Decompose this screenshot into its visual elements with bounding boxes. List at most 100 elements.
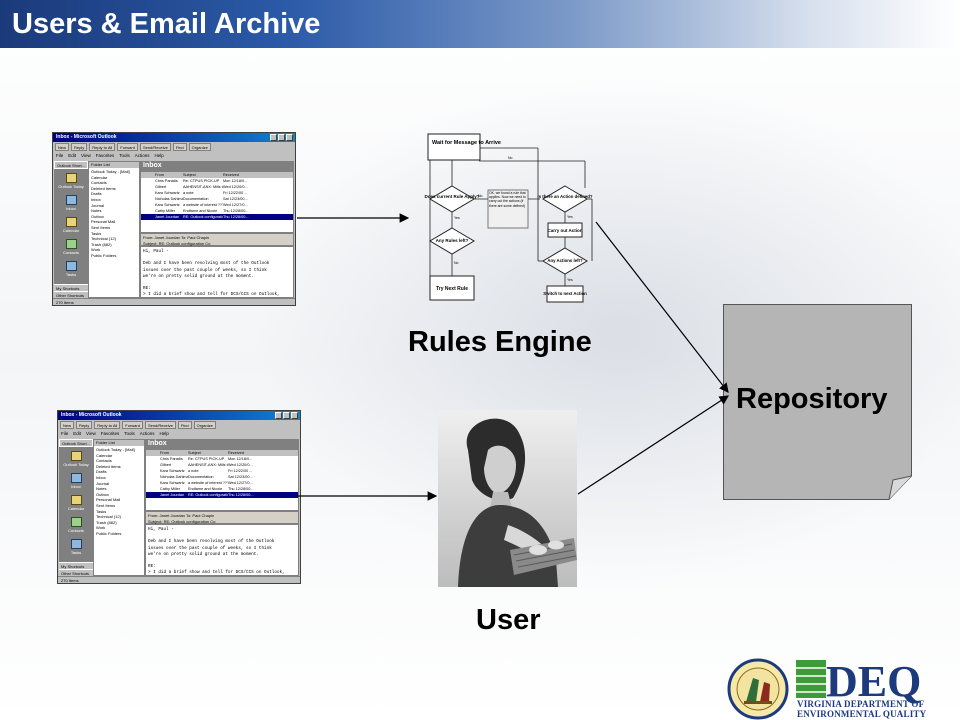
folder-item: Drafts xyxy=(96,469,107,475)
message-from: Kara Schwartz xyxy=(155,203,180,207)
flow-label-yes-2: Yes xyxy=(567,215,573,219)
message-received: Wed 12/27/0... xyxy=(223,203,248,207)
menu-item: View xyxy=(81,153,91,158)
folder-item: Deleted Items xyxy=(91,185,116,191)
folder-item: Calendar xyxy=(91,174,108,180)
folder-item: Outlook Today - [Mail] xyxy=(91,169,130,174)
user-label: User xyxy=(476,604,541,636)
title-bar: Users & Email Archive xyxy=(0,0,960,48)
message-received: Thu 12/28/00... xyxy=(223,215,249,219)
window-controls xyxy=(270,134,293,141)
folder-item: Sent Items xyxy=(91,224,111,230)
message-from: Gilbert xyxy=(160,463,172,467)
folder-item: Tasks xyxy=(91,230,102,236)
message-subject: Endfame and Nicole xyxy=(183,209,218,213)
flow-decision-action: Is there an Action defined? xyxy=(538,194,593,199)
folder-item: Inbox xyxy=(96,474,106,480)
minimize-icon xyxy=(270,134,277,141)
folder-item: Outbox xyxy=(96,491,109,497)
flow-start-text: Wait for Message to Arrive xyxy=(432,140,501,146)
toolbar-button: Find xyxy=(177,421,192,429)
window-controls xyxy=(275,412,298,419)
flow-label-no-2: No xyxy=(454,261,459,265)
deq-line1: VIRGINIA DEPARTMENT OF xyxy=(797,699,925,709)
message-from: Kara Schwartz xyxy=(155,191,180,195)
shortcut-group: My Shortcuts xyxy=(54,284,88,291)
menu-item: Actions xyxy=(134,153,150,158)
shortcut-group: Other Shortcuts xyxy=(59,569,93,576)
maximize-icon xyxy=(283,412,290,419)
flow-label-yes-1: Yes xyxy=(454,216,460,220)
message-received: Wed 12/20/0... xyxy=(228,463,253,467)
folder-item: Notes xyxy=(91,208,102,214)
column-header: Subject xyxy=(188,451,201,455)
folder-item: Work xyxy=(96,525,106,531)
outlook-title-bar: Inbox - Microsoft Outlook xyxy=(53,133,295,142)
status-bar: 270 Items xyxy=(58,576,300,583)
flow-label-no-1: No xyxy=(478,194,483,198)
toolbar-button: Find xyxy=(172,143,187,151)
deq-line2: ENVIRONMENTAL QUALITY xyxy=(797,708,927,719)
flow-switch-action: Switch to next Action xyxy=(543,291,587,296)
message-from: Janet Jourdan xyxy=(160,493,185,497)
shortcut-label: Contacts xyxy=(63,250,79,255)
menu-item: Help xyxy=(159,431,169,436)
message-from: Cathy Miller xyxy=(155,209,176,213)
preview-body: Hi, Paul - Deb and I have been resolving… xyxy=(145,524,299,576)
folder-item: Tasks xyxy=(96,508,107,514)
folder-item: Outlook Today - [Mail] xyxy=(96,447,135,452)
message-received: Mon 12/18/0... xyxy=(223,179,248,183)
flow-decision-rule: Does current Rule Apply? xyxy=(424,194,479,199)
folder-item: Personal Mail xyxy=(96,497,121,503)
shortcut-label: Inbox xyxy=(66,206,76,211)
folder-item: Notes xyxy=(96,486,107,492)
preview-from-line: From: Janet Jourdan To: Paul Chapin xyxy=(143,235,210,240)
column-header: Received xyxy=(228,451,244,455)
shortcut-icon xyxy=(65,261,77,271)
shortcuts-header: Outlook Short... xyxy=(54,161,88,169)
message-received: Sat 12/23/00... xyxy=(228,475,253,479)
message-received: Wed 12/27/0... xyxy=(228,481,253,485)
message-subject: Re: CTPUS PICK-UP xyxy=(183,179,220,183)
menu-item: Favorites xyxy=(100,431,120,436)
column-header: Received xyxy=(223,173,239,177)
folder-item: Outbox xyxy=(91,213,104,219)
message-subject: AAHENSIT-ANX: Mills to Present... xyxy=(188,463,228,467)
minimize-icon xyxy=(275,412,282,419)
close-icon xyxy=(291,412,298,419)
menu-item: File xyxy=(61,431,69,436)
column-header: From xyxy=(160,451,169,455)
toolbar-button: Reply xyxy=(71,143,88,151)
shortcut-label: Tasks xyxy=(70,550,82,555)
folder-list-header: Folder List xyxy=(94,440,144,446)
preview-subject-line: Subject: RE: Outlook configuration Cc: xyxy=(148,518,217,524)
shortcut-icon xyxy=(65,195,77,205)
shortcut-label: Contacts xyxy=(68,528,84,533)
message-list-header: From Subject Received xyxy=(146,450,298,456)
message-received: Thu 12/28/00... xyxy=(228,493,254,497)
message-subject: a note xyxy=(183,191,194,195)
folder-item: Journal xyxy=(91,202,105,208)
shortcut-label: Outlook Today xyxy=(63,462,89,467)
toolbar-button: New xyxy=(60,421,75,429)
message-from: Chris Paradis xyxy=(155,179,178,183)
close-icon xyxy=(286,134,293,141)
message-received: Fri 12/22/00 ... xyxy=(223,191,248,195)
virginia-seal-logo xyxy=(727,658,789,720)
message-subject: RE: Outlook configuration xyxy=(188,493,228,497)
folder-item: Contacts xyxy=(91,180,107,186)
rules-engine-flowchart: Wait for Message to Arrive Does current … xyxy=(424,133,593,303)
